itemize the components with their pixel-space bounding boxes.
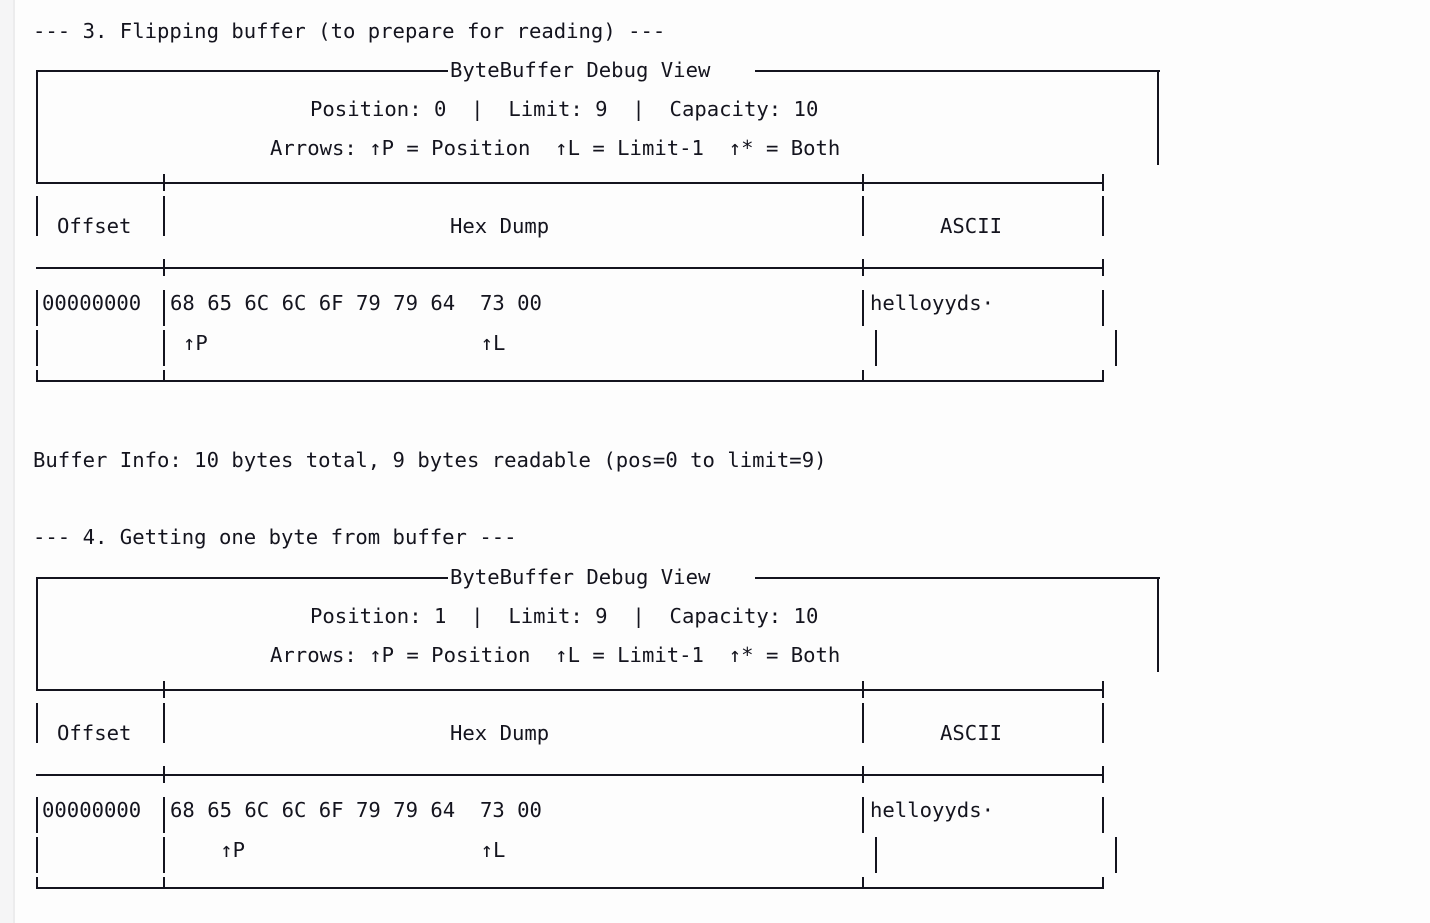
panel2-left-border-top [36,577,39,689]
panel2-table-right-border-row [1102,797,1105,833]
panel1-table-right-border-markers [1115,330,1118,366]
panel1-col-divider-offset-mid [163,259,166,276]
panel1-row-offset: 00000000 [42,291,142,315]
panel1-stats-line: Position: 0 | Limit: 9 | Capacity: 10 [310,97,819,121]
panel1-col-divider-ascii-header [862,196,865,236]
panel2-left-border-row [36,797,39,833]
panel1-top-rule-right [755,70,1160,73]
panel1-table-header-rule [36,267,1104,270]
panel1-col-divider-offset-header [163,196,166,236]
panel2-col-divider-ascii-top [862,681,865,698]
panel2-row-offset: 00000000 [42,798,142,822]
panel2-left-border-header [36,703,39,743]
panel2-left-border-bottom [36,877,39,889]
panel2-col-divider-offset-markers [163,837,166,873]
panel2-row-ascii: helloyyds· [870,798,994,822]
panel2-top-rule-left [36,577,448,580]
panel2-col-divider-offset-row [163,797,166,833]
panel2-col-divider-ascii-markers [875,837,878,873]
panel1-left-border-top [36,70,39,182]
panel2-table-right-border-top [1102,681,1105,698]
panel2-table-top-rule [36,689,1104,692]
panel1-title: ByteBuffer Debug View [450,58,711,82]
panel1-col-divider-offset-top [163,174,166,191]
panel1-left-border-bottom [36,370,39,382]
panel2-table-right-border-markers [1115,837,1118,873]
panel2-column-header-hex-dump: Hex Dump [450,721,550,745]
panel1-left-border-markers [36,330,39,366]
panel1-column-header-hex-dump: Hex Dump [450,214,550,238]
panel2-col-divider-ascii-row [862,797,865,833]
panel1-table-top-rule [36,182,1104,185]
panel2-col-divider-offset-mid [163,766,166,783]
panel1-col-divider-offset-bottom [163,370,166,382]
section-heading-getting-one-byte: --- 4. Getting one byte from buffer --- [33,525,517,549]
panel2-column-header-offset: Offset [57,721,132,745]
panel2-col-divider-ascii-bottom [862,877,865,889]
panel1-row-ascii: helloyyds· [870,291,994,315]
panel2-right-border-top [1157,577,1160,672]
panel1-top-rule-left [36,70,448,73]
panel1-column-header-offset: Offset [57,214,132,238]
panel1-right-border-top [1157,70,1160,165]
panel2-row-hex-dump: 68 65 6C 6C 6F 79 79 64 73 00 [170,798,542,822]
panel1-left-border-row [36,290,39,326]
panel1-table-right-border-top [1102,174,1105,191]
panel2-table-right-border-header [1102,703,1105,743]
panel2-table-header-rule [36,774,1104,777]
panel2-table-right-border-mid [1102,766,1105,783]
panel2-col-divider-ascii-mid [862,766,865,783]
section-heading-flipping-buffer: --- 3. Flipping buffer (to prepare for r… [33,19,666,43]
panel1-col-divider-ascii-top [862,174,865,191]
panel1-row-markers: ↑P ↑L [183,331,506,355]
panel2-col-divider-offset-bottom [163,877,166,889]
panel1-col-divider-ascii-mid [862,259,865,276]
panel1-left-border-header [36,196,39,236]
buffer-info-line: Buffer Info: 10 bytes total, 9 bytes rea… [33,448,827,472]
panel2-top-rule-right [755,577,1160,580]
panel1-col-divider-ascii-markers [875,330,878,366]
panel1-table-right-border-row [1102,290,1105,326]
panel1-col-divider-ascii-bottom [862,370,865,382]
panel2-stats-line: Position: 1 | Limit: 9 | Capacity: 10 [310,604,819,628]
panel2-col-divider-offset-top [163,681,166,698]
page-gutter-band [0,0,13,923]
panel2-left-border-markers [36,837,39,873]
panel1-col-divider-offset-row [163,290,166,326]
panel2-arrows-legend: Arrows: ↑P = Position ↑L = Limit-1 ↑* = … [270,643,841,667]
panel1-table-bottom-rule [36,380,1104,383]
panel1-table-right-border-header [1102,196,1105,236]
panel2-column-header-ascii: ASCII [940,721,1002,745]
panel1-row-hex-dump: 68 65 6C 6C 6F 79 79 64 73 00 [170,291,542,315]
panel1-table-right-border-bottom [1102,370,1105,382]
panel2-col-divider-offset-header [163,703,166,743]
panel2-row-markers: ↑P ↑L [183,838,506,862]
panel1-col-divider-ascii-row [862,290,865,326]
panel1-column-header-ascii: ASCII [940,214,1002,238]
panel2-col-divider-ascii-header [862,703,865,743]
page-gutter-rule [13,0,15,923]
panel2-table-right-border-bottom [1102,877,1105,889]
page-surface [15,0,1430,923]
panel1-col-divider-offset-markers [163,330,166,366]
panel2-title: ByteBuffer Debug View [450,565,711,589]
panel2-table-bottom-rule [36,887,1104,890]
panel1-table-right-border-mid [1102,259,1105,276]
panel1-arrows-legend: Arrows: ↑P = Position ↑L = Limit-1 ↑* = … [270,136,841,160]
